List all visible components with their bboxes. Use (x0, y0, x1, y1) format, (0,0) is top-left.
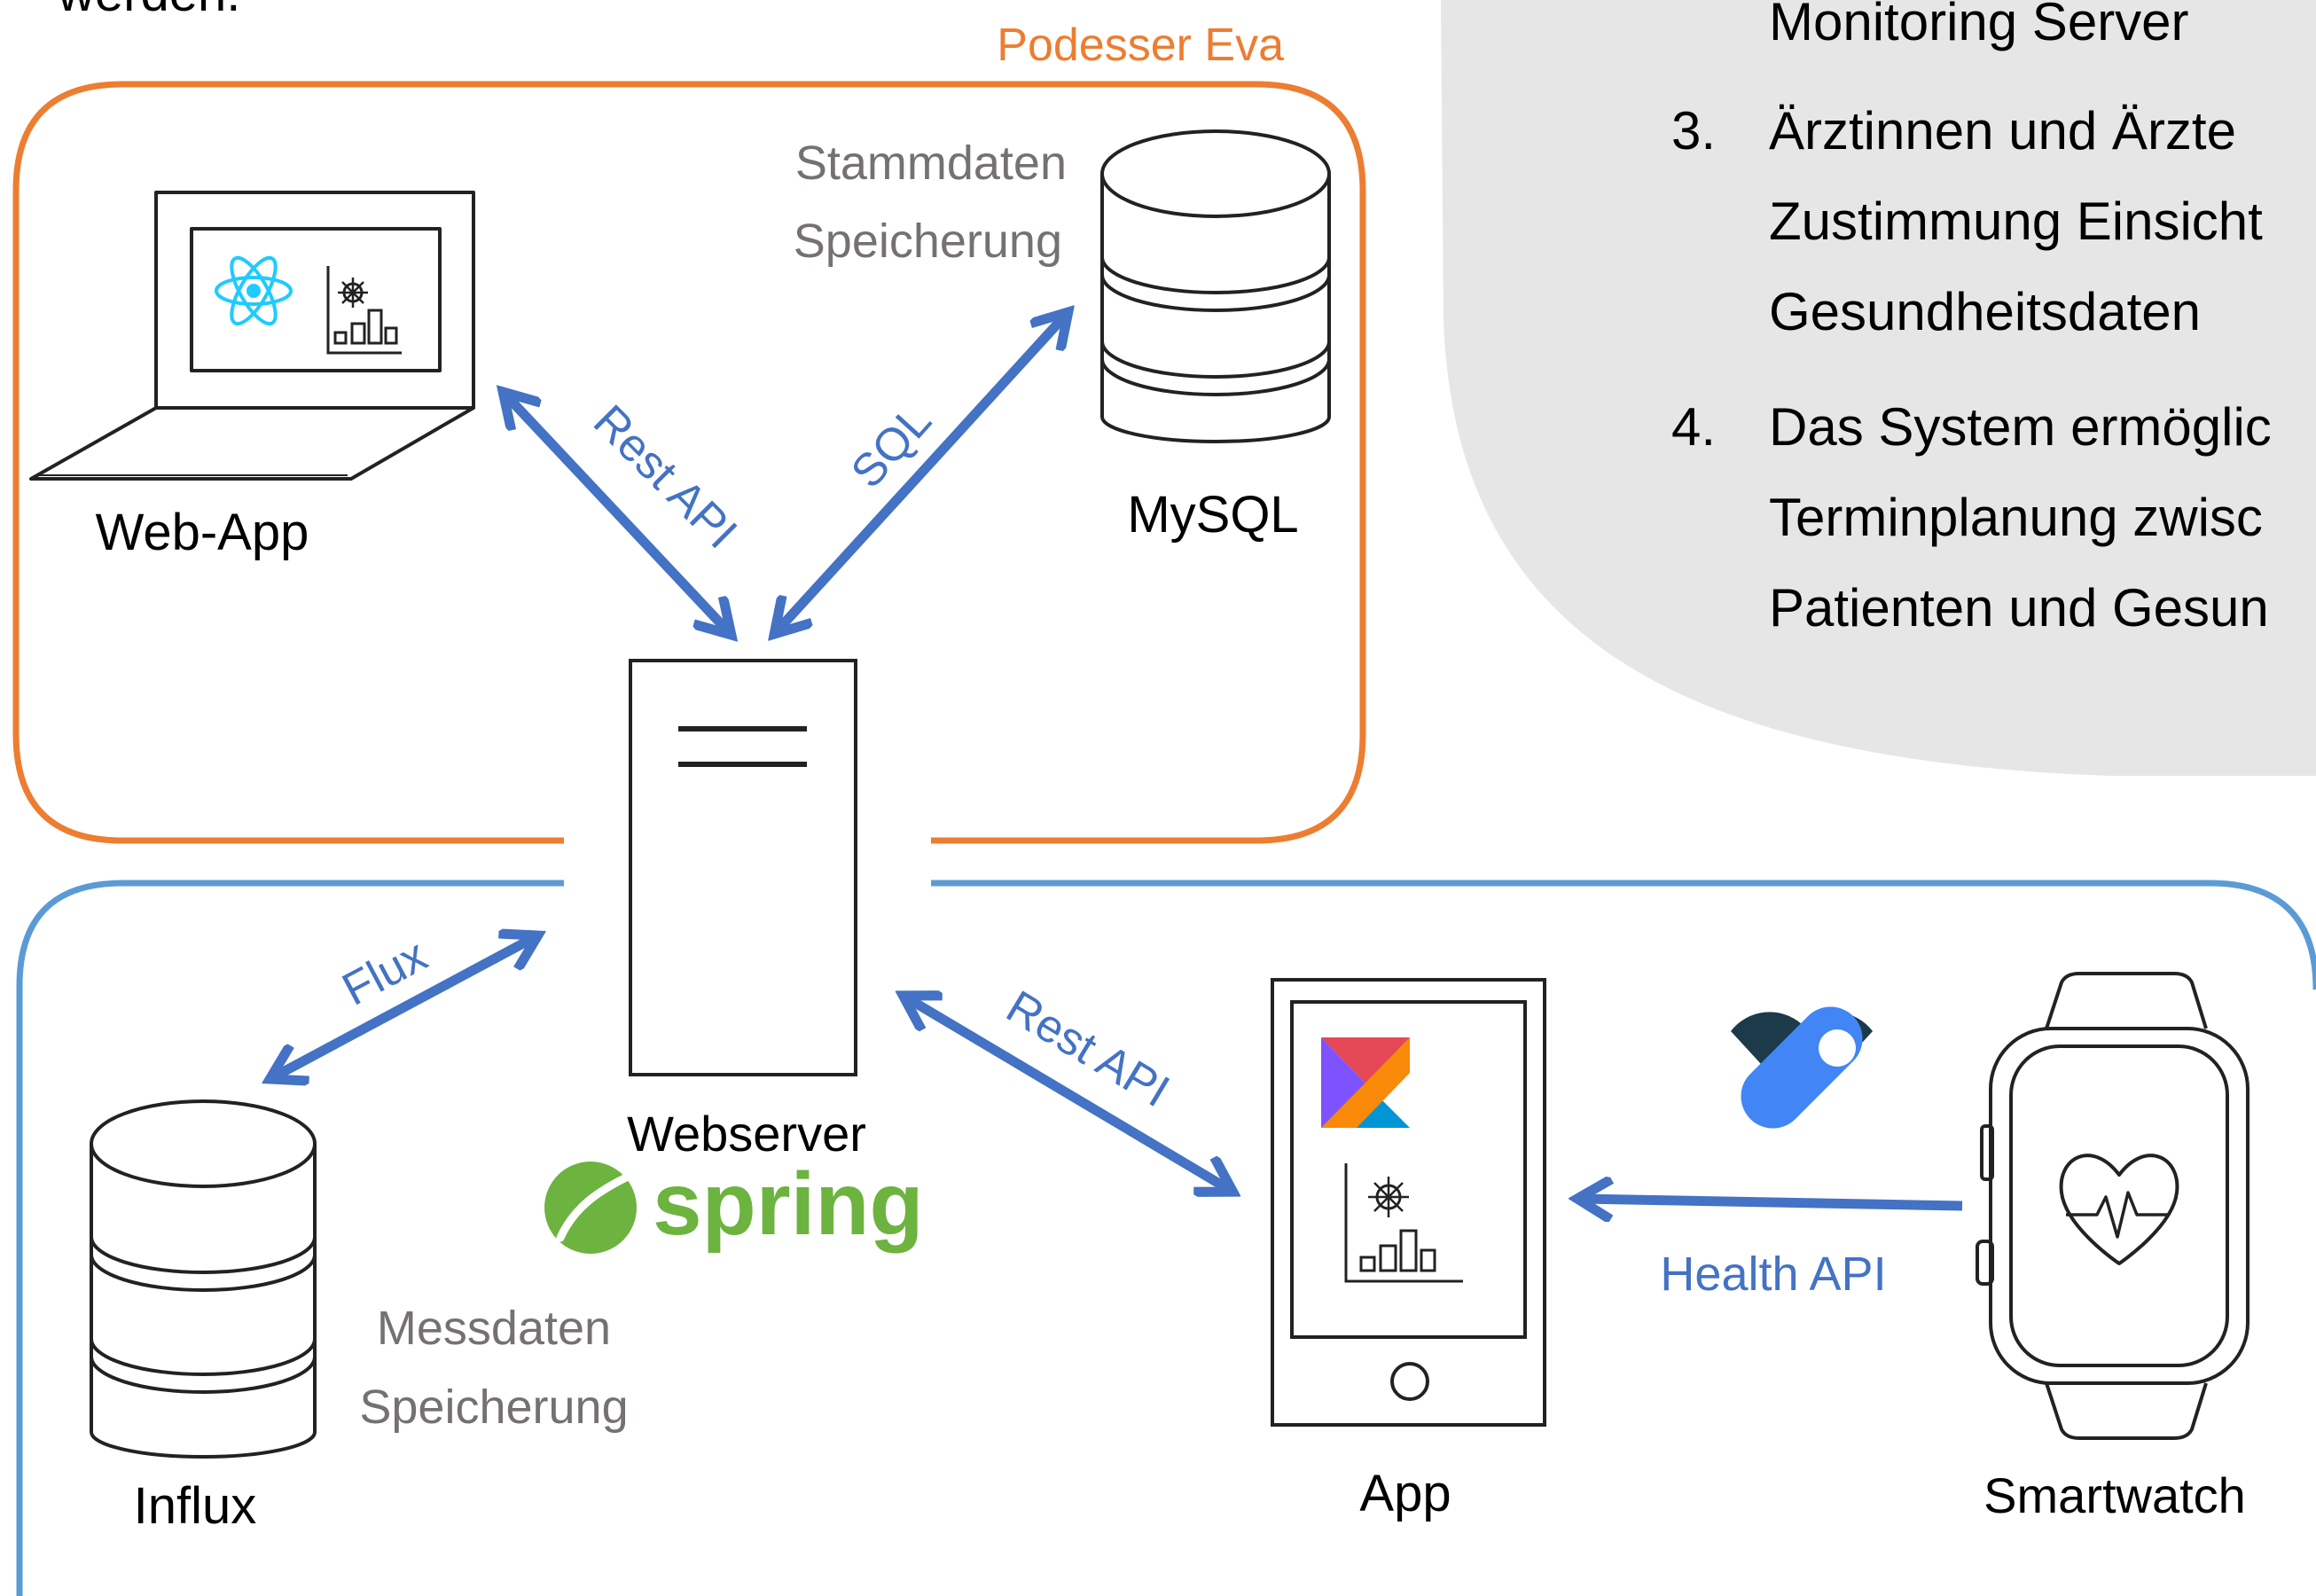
server-icon (629, 659, 857, 1076)
edge-label-watch-app: Health API (1660, 1248, 1886, 1301)
react-logo-icon (215, 255, 293, 326)
edge-label-app-server: Rest API (998, 981, 1178, 1117)
intro-fragment: werden. (57, 0, 240, 22)
list-item-line: Terminplanung zwisc (1769, 488, 2263, 547)
influx-note-line: Speicherung (359, 1381, 628, 1434)
smartwatch-node: Smartwatch (1976, 972, 2249, 1523)
webserver-label: Webserver (627, 1106, 866, 1162)
influx-node: Messdaten Speicherung Influx (90, 1099, 629, 1535)
watch-app-arrow (1581, 1199, 1963, 1206)
right-text-panel: Monitoring Server 3. Ärztinnen und Ärzte… (1441, 0, 2316, 776)
orange-group: Podesser Eva (12, 20, 1366, 844)
app-label: App (1359, 1465, 1451, 1522)
mysql-server-arrow (777, 315, 1066, 631)
mysql-label: MySQL (1127, 486, 1298, 544)
spring-logo: spring (544, 1154, 924, 1254)
influx-label: Influx (134, 1477, 257, 1535)
database-icon (1100, 129, 1331, 443)
list-item-line: Ärztinnen und Ärzte (1769, 101, 2236, 160)
health-chart-icon (326, 266, 402, 355)
app-server-arrow (906, 998, 1230, 1190)
list-item-number: 3. (1671, 101, 1716, 160)
influx-server-arrow (273, 937, 535, 1077)
edge-label-webapp-server: Rest API (583, 395, 747, 559)
panel-background (1441, 0, 2316, 776)
blue-group-border (16, 880, 2316, 1596)
orange-group-label: Podesser Eva (997, 20, 1284, 71)
orange-group-border (12, 81, 1366, 844)
webserver-node: Webserver spring (544, 659, 924, 1254)
list-item-line: Zustimmung Einsicht (1769, 192, 2263, 251)
edge-label-mysql-server: SQL (841, 395, 942, 498)
web-app-node: Web-App (29, 191, 475, 561)
list-item-number: 4. (1671, 397, 1716, 457)
list-item-line: Patienten und Gesun (1769, 578, 2269, 638)
web-app-label: Web-App (96, 504, 309, 561)
mysql-node: Stammdaten Speicherung MySQL (794, 129, 1331, 544)
smartwatch-icon (1976, 972, 2249, 1440)
mysql-note-line: Stammdaten (795, 137, 1067, 190)
blue-group (16, 880, 2316, 1596)
list-item-line: Monitoring Server (1769, 0, 2189, 51)
database-icon (90, 1099, 317, 1459)
app-node: App (1271, 978, 1546, 1522)
list-item-line: Das System ermöglic (1769, 397, 2272, 457)
spring-wordmark: spring (653, 1154, 924, 1254)
list-item-line: Gesundheitsdaten (1769, 282, 2201, 341)
health-chart-icon (1344, 1163, 1463, 1283)
influx-note-line: Messdaten (377, 1302, 611, 1355)
health-connect-logo-icon (1731, 1006, 1873, 1129)
kotlin-logo-icon (1321, 1037, 1410, 1128)
laptop-icon (29, 191, 475, 481)
webapp-server-arrow (505, 395, 729, 632)
mysql-note-line: Speicherung (794, 215, 1062, 268)
spring-leaf-vein (556, 1173, 630, 1242)
smartwatch-label: Smartwatch (1983, 1467, 2246, 1523)
connections (273, 315, 1963, 1206)
